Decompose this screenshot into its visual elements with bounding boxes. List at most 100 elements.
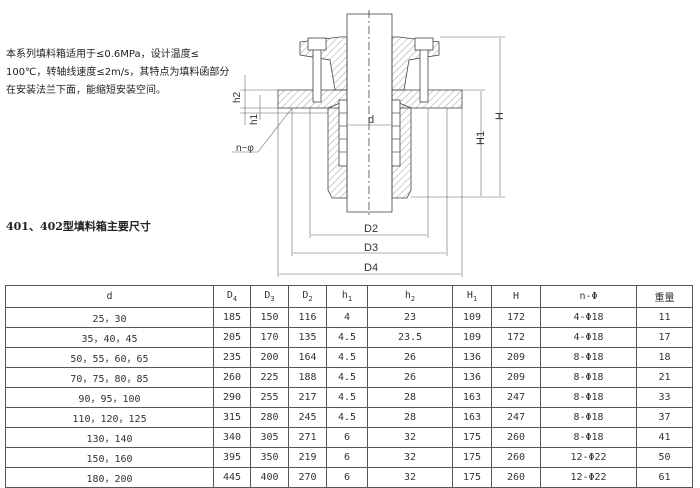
table-cell: 23.5 [367,327,453,348]
table-cell: 28 [367,387,453,408]
table-cell: 205 [213,327,251,348]
table-cell: 245 [288,407,327,428]
table-cell: 12-Φ22 [540,447,637,468]
table-cell: 172 [491,307,541,328]
table-cell: 271 [288,427,327,448]
header-subscript: 3 [270,295,275,303]
intro-line: 在安装法兰下面，能缩短安装空间。 [6,85,166,96]
table-cell: 150，160 [5,447,214,468]
table-cell: 175 [452,467,492,488]
table-cell: 4-Φ18 [540,307,637,328]
table-cell: 247 [491,387,541,408]
table-cell: 21 [636,367,693,388]
header-subscript: 4 [232,295,238,303]
table-cell: 280 [250,407,289,428]
table-cell: 32 [367,467,453,488]
table-cell: 109 [452,327,492,348]
label-d: d [368,114,374,126]
table-cell: 130，140 [5,427,214,448]
table-cell: 25，30 [5,307,214,328]
header-text: H [466,290,473,301]
table-cell: 4.5 [326,327,368,348]
table-cell: 4.5 [326,367,368,388]
header-subscript: 2 [410,295,416,303]
label-H1: H1 [475,131,487,145]
header-subscript: 1 [347,295,353,303]
column-header: d [5,285,214,308]
table-cell: 26 [367,367,453,388]
header-text: D [226,290,233,301]
table-cell: 270 [288,467,327,488]
table-cell: 136 [452,367,492,388]
table-cell: 260 [213,367,251,388]
column-header: D4 [213,285,251,308]
table-cell: 32 [367,427,453,448]
table-cell: 150 [250,307,289,328]
table-cell: 4.5 [326,407,368,428]
shaft [346,13,393,213]
table-cell: 4 [326,307,368,328]
header-text: d [106,291,113,302]
header-text: h [341,290,348,301]
table-cell: 4-Φ18 [540,327,637,348]
table-cell: 200 [250,347,289,368]
table-cell: 12-Φ22 [540,467,637,488]
table-cell: 11 [636,307,693,328]
table-cell: 37 [636,407,693,428]
table-cell: 6 [326,427,368,448]
header-text: h [404,290,411,301]
table-cell: 290 [213,387,251,408]
table-cell: 8-Φ18 [540,347,637,368]
table-cell: 4.5 [326,347,368,368]
table-cell: 400 [250,467,289,488]
table-cell: 8-Φ18 [540,407,637,428]
table-cell: 50 [636,447,693,468]
table-cell: 23 [367,307,453,328]
table-cell: 164 [288,347,327,368]
table-cell: 219 [288,447,327,468]
table-cell: 33 [636,387,693,408]
table-cell: 235 [213,347,251,368]
intro-line: 100℃，转轴线速度≤2m/s，其特点为填料函部分 [6,67,230,78]
table-cell: 260 [491,427,541,448]
table-cell: 180，200 [5,467,214,488]
label-D2: D2 [364,223,378,235]
table-cell: 175 [452,447,492,468]
table-cell: 260 [491,447,541,468]
table-cell: 260 [491,467,541,488]
table-cell: 110，120，125 [5,407,214,428]
table-cell: 17 [636,327,693,348]
label-D4: D4 [364,262,378,274]
table-cell: 175 [452,427,492,448]
table-cell: 225 [250,367,289,388]
table-cell: 188 [288,367,327,388]
table-cell: 315 [213,407,251,428]
label-D3: D3 [364,242,378,254]
table-cell: 41 [636,427,693,448]
table-cell: 247 [491,407,541,428]
header-text: 重量 [654,293,675,304]
column-header: 重量 [636,285,693,308]
header-text: n-Φ [579,291,598,302]
table-cell: 26 [367,347,453,368]
intro-text: 本系列填料箱适用于≤0.6MPa，设计温度≤ 100℃，转轴线速度≤2m/s，其… [6,46,236,100]
table-cell: 8-Φ18 [540,367,637,388]
table-cell: 445 [213,467,251,488]
table-cell: 8-Φ18 [540,387,637,408]
table-cell: 135 [288,327,327,348]
table-cell: 209 [491,347,541,368]
header-text: D [264,290,271,301]
table-cell: 170 [250,327,289,348]
table-cell: 70，75，80，85 [5,367,214,388]
table-cell: 90，95，100 [5,387,214,408]
stuffing-box-diagram: h2 h1 n−φ d H H1 D2 D3 D4 [232,10,506,277]
table-cell: 172 [491,327,541,348]
